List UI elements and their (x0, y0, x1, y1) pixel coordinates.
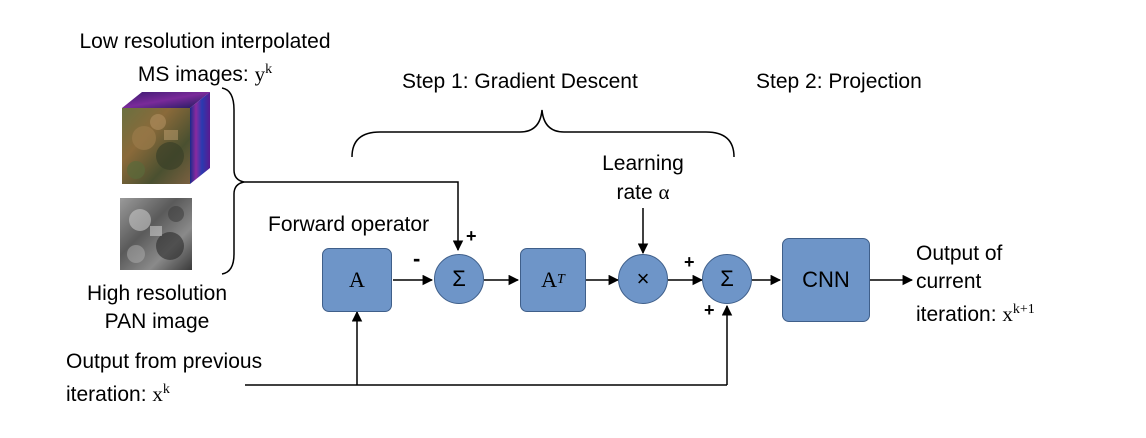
input-bracket (221, 87, 245, 275)
adjoint-operator-superscript: T (557, 272, 565, 287)
sum1-top-sign: + (466, 226, 477, 246)
ms-images-symbol: y (254, 62, 266, 86)
learning-rate-symbol: α (658, 180, 670, 204)
sum-node-2-symbol: Σ (720, 266, 734, 291)
multiply-node-symbol: × (636, 266, 650, 291)
adjoint-operator-block-label: A (541, 267, 558, 292)
prev-iteration-label-line2: iteration: xk (66, 378, 170, 407)
sum2-left-sign: + (684, 252, 695, 272)
step2-title: Step 2: Projection (756, 70, 922, 93)
ms-images-label-text: MS images: (137, 63, 255, 86)
forward-operator-block: A (322, 248, 392, 312)
output-label-line3: iteration: xk+1 (916, 298, 1035, 327)
step1-brace (351, 109, 735, 158)
sum1-left-sign: - (413, 246, 421, 271)
sum-node-1-symbol: Σ (452, 266, 466, 291)
output-label-line1: Output of (916, 242, 1003, 265)
forward-operator-label: Forward operator (268, 213, 430, 236)
cnn-block-label: CNN (802, 267, 850, 292)
learning-rate-label-text: rate (616, 181, 659, 204)
prev-iteration-symbol: x (152, 382, 163, 406)
learning-rate-label-line2: rate α (580, 180, 706, 205)
ms-image-cube (122, 92, 210, 184)
ms-images-label-line1: Low resolution interpolated (79, 30, 331, 53)
pan-image (120, 198, 192, 270)
output-label-line2: current (916, 270, 982, 293)
pan-image-label-line1: High resolution (86, 282, 228, 305)
forward-operator-block-label: A (349, 267, 365, 292)
sum-node-1: Σ (434, 254, 484, 304)
arrow-inputs-to-sum1 (244, 181, 464, 252)
prev-iteration-label-line1: Output from previous (66, 350, 263, 373)
step1-title: Step 1: Gradient Descent (402, 70, 638, 93)
sum-node-2: Σ (702, 254, 752, 304)
output-symbol: x (1002, 302, 1013, 326)
cnn-block: CNN (782, 238, 870, 322)
multiply-node: × (618, 254, 668, 304)
sum2-bottom-sign: + (704, 300, 715, 320)
prev-iteration-label-text: iteration: (66, 383, 153, 406)
prev-iteration-superscript: k (162, 382, 170, 397)
output-label-text: iteration: (916, 303, 1003, 326)
ms-images-superscript: k (265, 62, 273, 77)
learning-rate-label-line1: Learning (602, 152, 684, 175)
ms-images-label-line2: MS images: yk (60, 58, 350, 87)
output-superscript: k+1 (1012, 302, 1035, 317)
pan-image-label-line2: PAN image (104, 310, 210, 333)
